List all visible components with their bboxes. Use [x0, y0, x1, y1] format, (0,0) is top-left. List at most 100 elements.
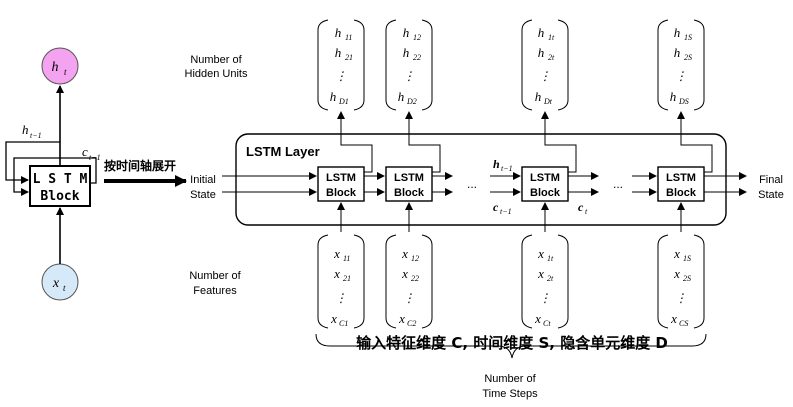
input-vector-1-r1: x: [333, 246, 340, 261]
output-arrow-S: [677, 111, 713, 173]
c-loop-sub: t−1: [89, 153, 101, 162]
input-vector-S-r2-sub: 2S: [683, 274, 691, 283]
output-node-ht: [41, 47, 79, 85]
hidden-vector-t-r1: h: [538, 25, 545, 40]
lstm-block-2-line1: LSTM: [394, 172, 424, 184]
lstm-layer-title: LSTM Layer: [246, 144, 320, 159]
input-vector-t-r2-sub: 2t: [547, 274, 554, 283]
mid-c-label: c: [493, 200, 499, 214]
lstm-block-t-box: [521, 166, 569, 202]
input-vector-t-r1: x: [537, 246, 544, 261]
input-vector-S-r3: x: [670, 311, 677, 326]
hidden-vector-t-right-paren: [557, 19, 569, 111]
lstm-block-1-line2: Block: [326, 187, 357, 199]
hidden-vector-1-r2-sub: 21: [345, 53, 353, 62]
hidden-vector-2-r2-sub: 22: [413, 53, 421, 62]
mid-c-out-sub: t: [585, 207, 588, 216]
output-arrow-1: [337, 111, 373, 173]
ellipsis-1: ...: [467, 177, 477, 191]
hidden-vector-t-r3: h: [535, 89, 542, 104]
lstm-block-t-line1: LSTM: [530, 172, 560, 184]
hidden-vector-1-r2: h: [335, 45, 342, 60]
hidden-vector-t-dots: ⋮: [539, 69, 551, 83]
input-vector-2-r3-sub: C2: [407, 319, 416, 328]
input-vector-2-r2: x: [401, 266, 408, 281]
lstm-block-2-box: [385, 166, 433, 202]
mid-h-label: h: [493, 157, 500, 171]
input-vector-S-right-paren: [693, 234, 705, 329]
features-label-1: Number of: [189, 270, 241, 282]
input-vector-t: x 1t x 2t ⋮ x Ct: [521, 234, 569, 329]
hidden-units-label-2: Hidden Units: [185, 68, 248, 80]
input-node-sub: t: [63, 283, 66, 293]
input-vector-1-r2-sub: 21: [343, 274, 351, 283]
hidden-vector-S-r2: h: [674, 45, 681, 60]
input-node-xt: [41, 263, 79, 301]
hidden-vector-S-right-paren: [693, 19, 705, 111]
input-vector-t-r1-sub: 1t: [547, 254, 554, 263]
mid-c-sub: t−1: [500, 207, 512, 216]
input-vector-1-r2: x: [333, 266, 340, 281]
hidden-vector-1-dots: ⋮: [335, 69, 347, 83]
input-vector-S-r2: x: [673, 266, 680, 281]
hidden-vector-t-r1-sub: 1t: [548, 33, 555, 42]
input-vector-2-r1: x: [401, 246, 408, 261]
input-vector-2-r2-sub: 22: [411, 274, 419, 283]
input-vector-1: x 11 x 21 ⋮ x C1: [317, 234, 365, 329]
hidden-vector-S-r1: h: [674, 25, 681, 40]
ellipsis-2: ...: [613, 177, 623, 191]
input-vector-2-left-paren: [385, 234, 397, 329]
lstm-block-2-line2: Block: [394, 187, 425, 199]
input-vector-2-right-paren: [421, 234, 433, 329]
hidden-vector-S-dots: ⋮: [675, 69, 687, 83]
input-vector-S-dots: ⋮: [675, 291, 687, 305]
hidden-vector-2-r1: h: [403, 25, 410, 40]
input-vector-t-left-paren: [521, 234, 533, 329]
hidden-vector-2: h 12 h 22 ⋮ h D2: [385, 19, 433, 111]
hidden-vector-t-r3-sub: Dt: [543, 97, 553, 106]
input-vector-S-r1: x: [673, 246, 680, 261]
hidden-vector-t-left-paren: [521, 19, 533, 111]
h-loop-label: h: [22, 122, 29, 137]
initial-state-label-1: Initial: [190, 174, 216, 186]
lstm-block-S-line2: Block: [666, 187, 697, 199]
final-state-label-2: State: [758, 189, 784, 201]
hidden-vector-2-dots: ⋮: [403, 69, 415, 83]
hidden-vector-2-r1-sub: 12: [413, 33, 421, 42]
hidden-vector-S-r3-sub: DS: [678, 97, 689, 106]
lstm-block-2: LSTM Block: [385, 166, 433, 202]
hidden-vector-t: h 1t h 2t ⋮ h Dt: [521, 19, 569, 111]
hidden-vector-S-left-paren: [657, 19, 669, 111]
hidden-vector-1-r3-sub: D1: [338, 97, 349, 106]
input-vector-1-r3: x: [330, 311, 337, 326]
hidden-vector-2-r2: h: [403, 45, 410, 60]
lstm-block-t-line2: Block: [530, 187, 561, 199]
input-vector-1-left-paren: [317, 234, 329, 329]
input-vector-2-r3: x: [398, 311, 405, 326]
input-vector-S-r3-sub: CS: [679, 319, 688, 328]
output-arrow-2: [405, 111, 441, 173]
output-arrow-t: [541, 111, 577, 173]
hidden-vector-t-r2-sub: 2t: [548, 53, 555, 62]
rolled-lstm: h t x t L S T M Block h t−1 c t−1 按时间轴展开: [5, 47, 187, 301]
hidden-vector-1-r1-sub: 11: [345, 33, 352, 42]
input-vector-t-right-paren: [557, 234, 569, 329]
h-loop-sub: t−1: [30, 131, 42, 140]
lstm-block-S: LSTM Block: [657, 166, 705, 202]
lstm-block-1-line1: LSTM: [326, 172, 356, 184]
final-state-label-1: Final: [759, 174, 783, 186]
lstm-block-1-box: [317, 166, 365, 202]
hidden-vector-1: h 11 h 21 ⋮ h D1: [317, 19, 365, 111]
time-steps-label-1: Number of: [484, 373, 536, 385]
hidden-vector-1-r1: h: [335, 25, 342, 40]
hidden-vector-2-r3: h: [398, 89, 405, 104]
input-vector-t-dots: ⋮: [539, 291, 551, 305]
lstm-block-1: LSTM Block: [317, 166, 365, 202]
output-node-label: h: [52, 60, 59, 75]
hidden-vector-2-left-paren: [385, 19, 397, 111]
input-vector-t-r3-sub: Ct: [543, 319, 551, 328]
input-vector-t-r3: x: [534, 311, 541, 326]
unrolled-lstm: Number of Hidden Units Number of Feature…: [185, 19, 784, 400]
rolled-block-line2: Block: [40, 189, 79, 204]
hidden-vector-1-right-paren: [353, 19, 365, 111]
